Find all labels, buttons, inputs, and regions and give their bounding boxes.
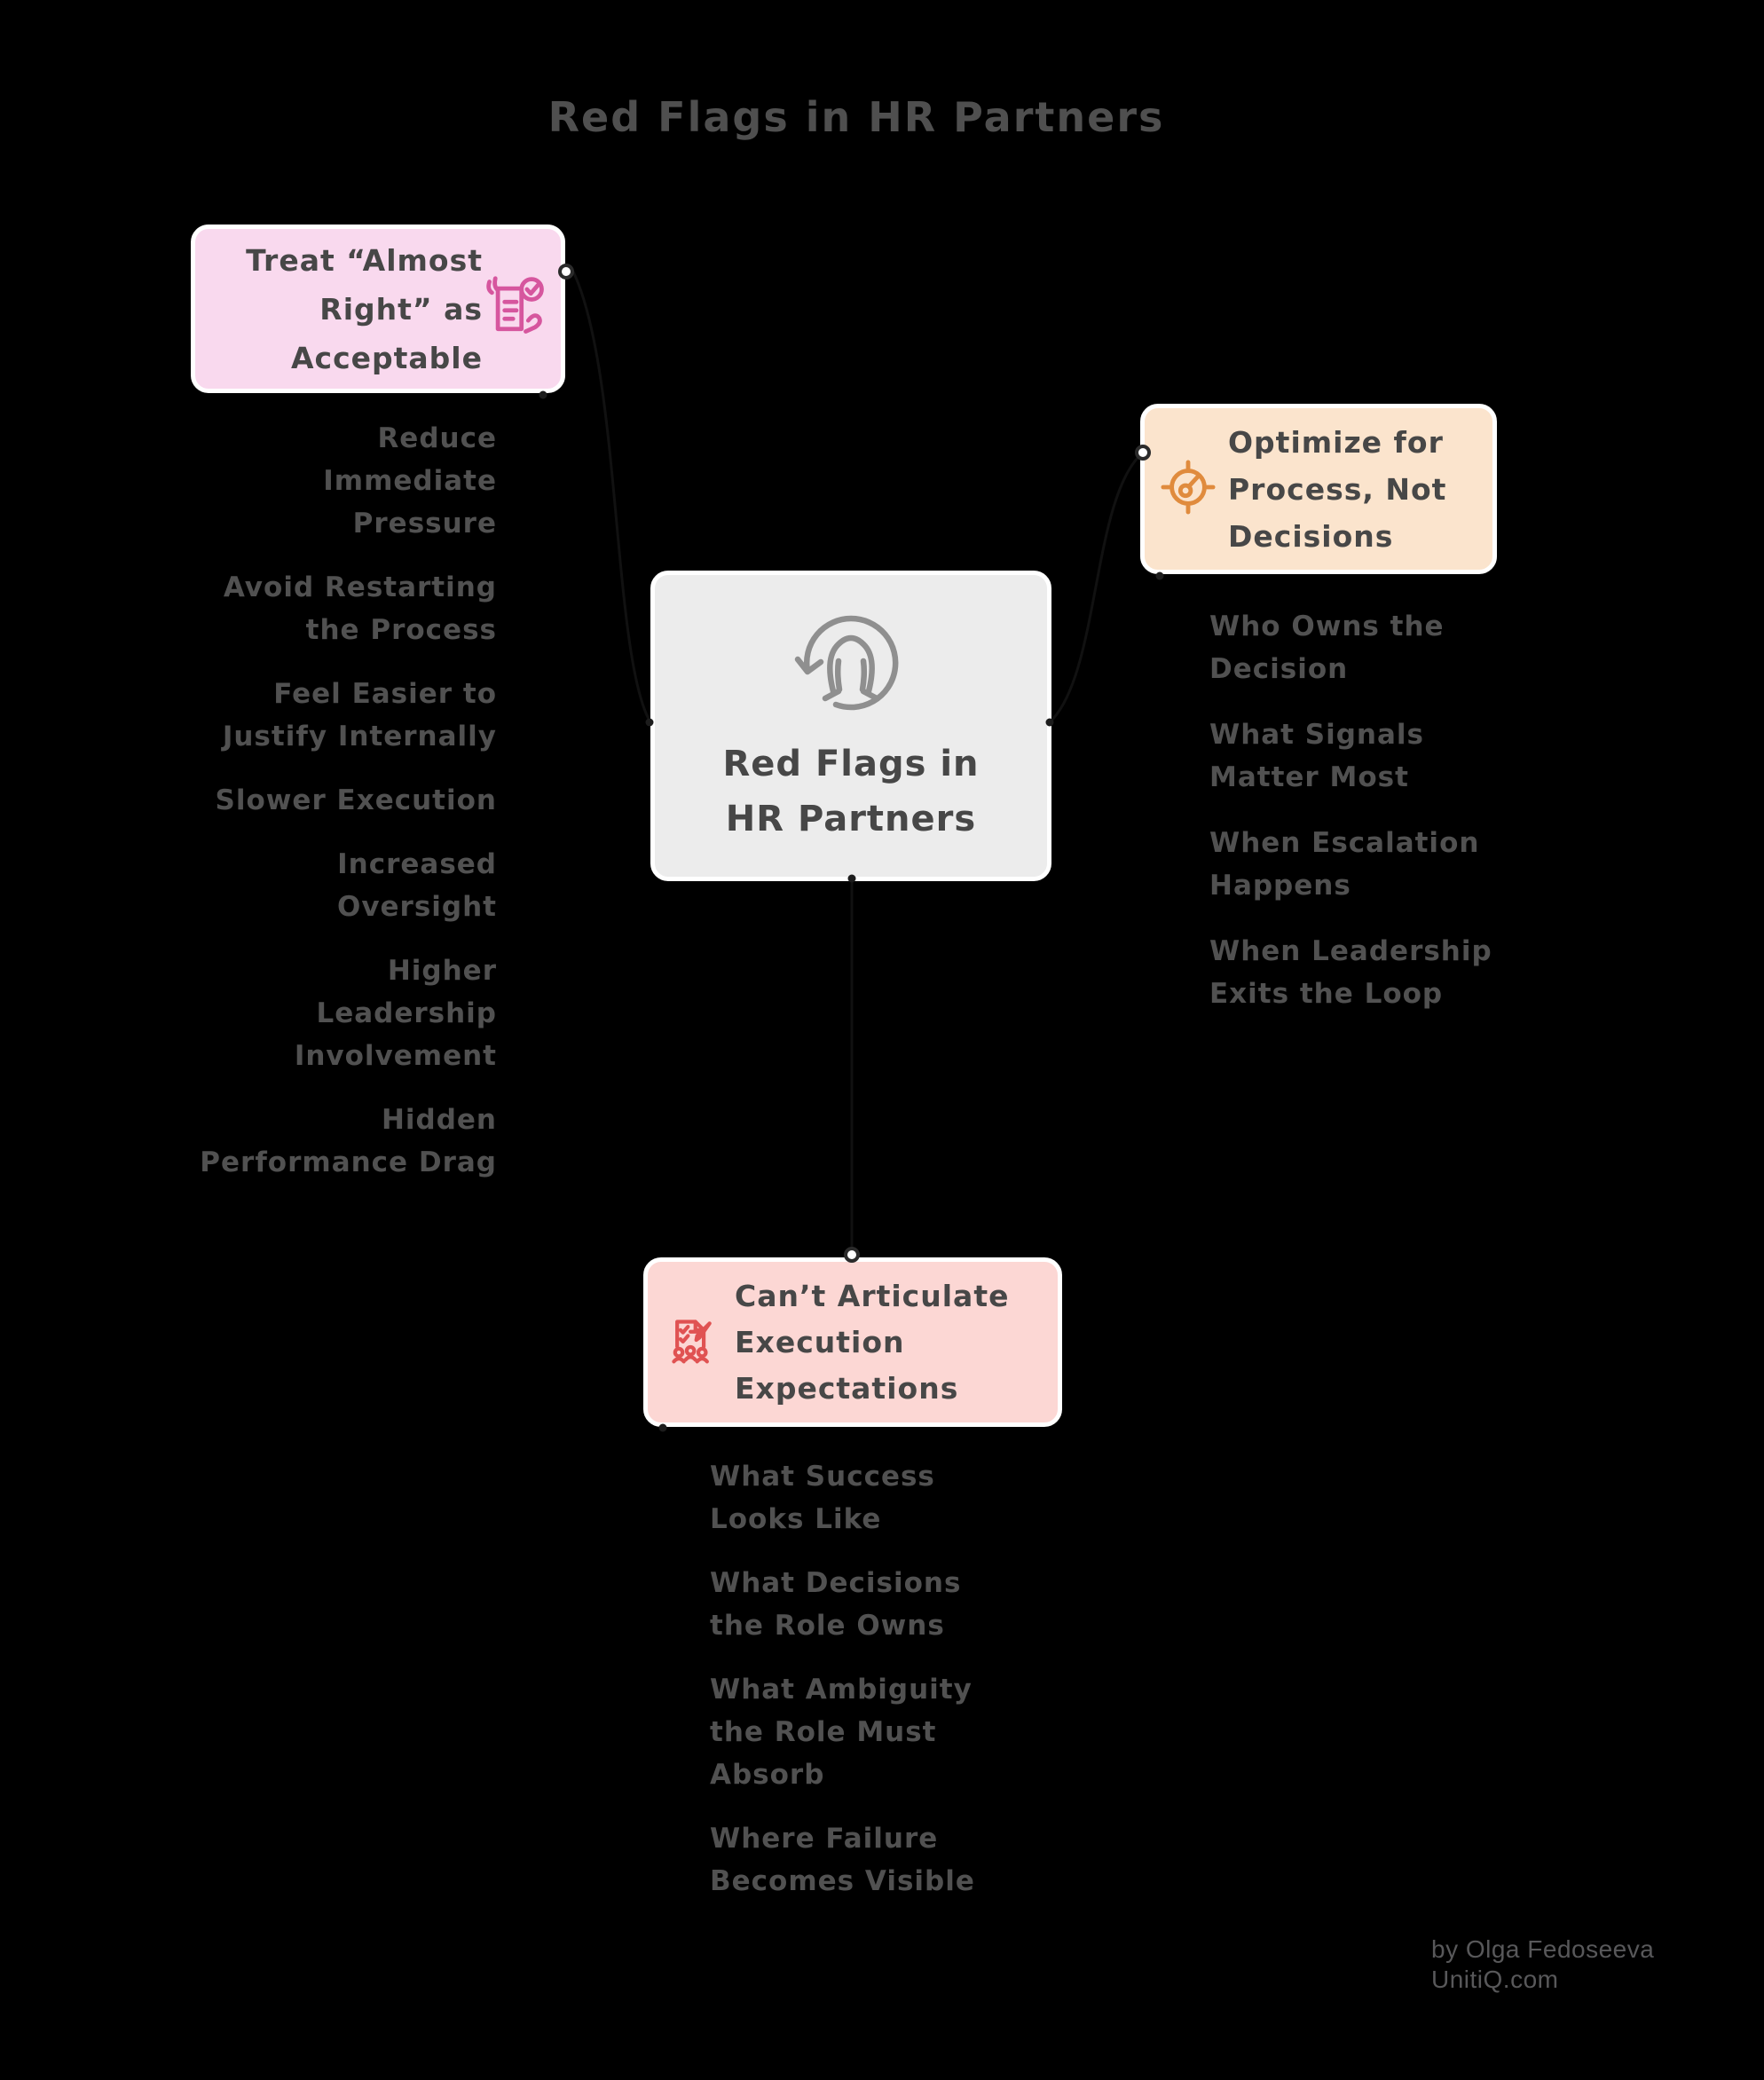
connector-anchor-dot <box>539 390 547 399</box>
center-node: Red Flags in HR Partners <box>650 571 1051 881</box>
checklist-hand-icon <box>483 272 550 346</box>
branch-node-label: Treat “Almost Right” as Acceptable <box>246 242 483 375</box>
branch-child-item: Increased Oversight <box>336 848 497 923</box>
branch-node-label: Can’t Articulate Execution Expectations <box>735 1278 1010 1406</box>
connector-anchor-dot <box>1045 718 1054 727</box>
attribution-website: UnitiQ.com <box>1431 1966 1559 1993</box>
connector-anchor-dot <box>645 718 654 727</box>
connector-dot <box>1135 445 1151 461</box>
attribution: by Olga Fedoseeva UnitiQ.com <box>1431 1934 1654 1995</box>
branch-node-cant-articulate: Can’t Articulate Execution Expectations <box>643 1257 1062 1427</box>
branch-child-item: Where Failure Becomes Visible <box>710 1823 975 1897</box>
branch-child-item: Who Owns the Decision <box>1209 611 1445 685</box>
connector-anchor-dot <box>847 874 856 883</box>
connector-anchor-dot <box>1155 571 1164 580</box>
branch-node-treat-almost-right: Treat “Almost Right” as Acceptable <box>191 225 565 393</box>
branch-children-treat-almost-right: Reduce Immediate Pressure Avoid Restarti… <box>200 417 497 1184</box>
center-node-label: Red Flags in HR Partners <box>722 743 980 839</box>
connector-dot <box>558 264 574 280</box>
branch-child-item: Feel Easier to Justify Internally <box>222 678 497 752</box>
person-refresh-icon <box>789 606 913 721</box>
branch-child-item: What Success Looks Like <box>710 1461 935 1535</box>
branch-child-item: Slower Execution <box>215 784 497 816</box>
branch-child-item: Avoid Restarting the Process <box>223 571 497 646</box>
branch-node-optimize-for-process: Optimize for Process, Not Decisions <box>1140 404 1497 574</box>
branch-child-item: Reduce Immediate Pressure <box>323 422 497 540</box>
branch-child-item: What Signals Matter Most <box>1209 719 1425 793</box>
connector-dot <box>844 1247 860 1263</box>
checklist-people-icon <box>665 1315 719 1370</box>
page-title: Red Flags in HR Partners <box>547 93 1165 141</box>
branch-child-item: When Leadership Exits the Loop <box>1209 935 1492 1010</box>
branch-child-item: When Escalation Happens <box>1209 827 1480 902</box>
branch-child-item: What Decisions the Role Owns <box>710 1567 962 1642</box>
branch-node-label: Optimize for Process, Not Decisions <box>1228 424 1447 554</box>
attribution-byline: by Olga Fedoseeva <box>1431 1935 1655 1963</box>
connector-anchor-dot <box>658 1423 667 1432</box>
branch-children-optimize-for-process: Who Owns the Decision What Signals Matte… <box>1209 605 1492 1015</box>
branch-children-cant-articulate: What Success Looks Like What Decisions t… <box>710 1455 975 1903</box>
branch-child-item: Hidden Performance Drag <box>200 1104 497 1178</box>
branch-child-item: Higher Leadership Involvement <box>294 955 497 1072</box>
target-gauge-icon <box>1161 460 1216 518</box>
branch-child-item: What Ambiguity the Role Must Absorb <box>710 1674 973 1791</box>
